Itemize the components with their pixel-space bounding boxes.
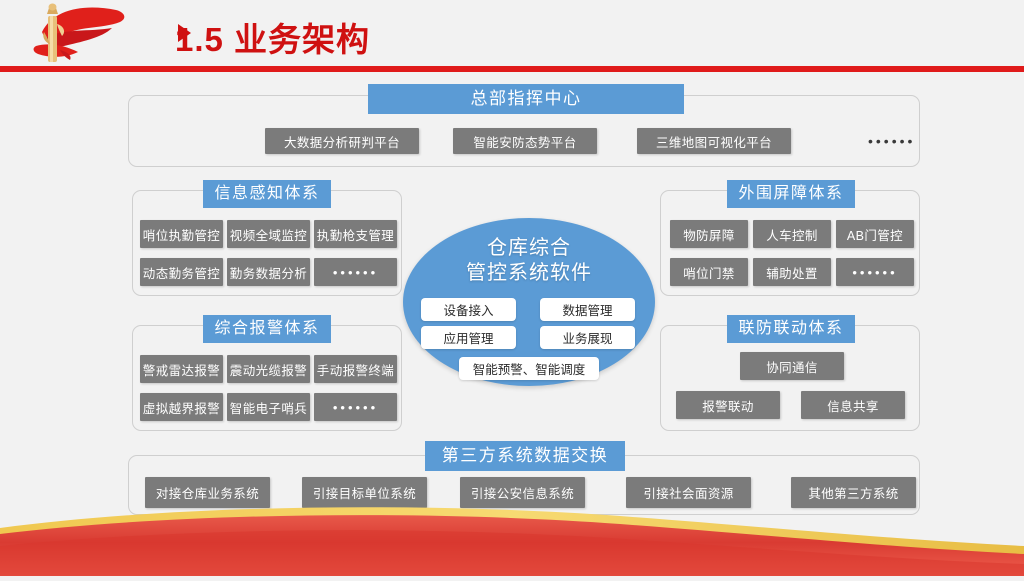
core-chip-3[interactable]: 业务展现 — [540, 326, 635, 349]
chip-perimeter-3[interactable]: 哨位门禁 — [670, 258, 748, 286]
top-section-ellipsis: •••••• — [868, 133, 916, 149]
page-title: 1.5 业务架构 — [175, 21, 371, 58]
bottom-section-title: 第三方系统数据交换 — [425, 441, 625, 471]
panel-perimeter-barrier-title: 外围屏障体系 — [727, 180, 855, 208]
top-section-title: 总部指挥中心 — [368, 84, 684, 114]
chip-alarm-1[interactable]: 震动光缆报警 — [227, 355, 310, 383]
chip-perimeter-2[interactable]: AB门管控 — [836, 220, 914, 248]
chip-info-4[interactable]: 勤务数据分析 — [227, 258, 310, 286]
chip-bottom-3[interactable]: 引接社会面资源 — [626, 477, 751, 508]
chip-perimeter-5[interactable]: •••••• — [836, 258, 914, 286]
chip-perimeter-4[interactable]: 辅助处置 — [753, 258, 831, 286]
party-flag-logo — [6, 2, 138, 68]
chip-bottom-4[interactable]: 其他第三方系统 — [791, 477, 916, 508]
chip-info-2[interactable]: 执勤枪支管理 — [314, 220, 397, 248]
core-chip-wide[interactable]: 智能预警、智能调度 — [459, 357, 599, 380]
panel-info-perception-title: 信息感知体系 — [203, 180, 331, 208]
header-divider — [0, 66, 1024, 72]
panel-integrated-alarm-title: 综合报警体系 — [203, 315, 331, 343]
chip-top-1[interactable]: 智能安防态势平台 — [453, 128, 597, 154]
chip-top-0[interactable]: 大数据分析研判平台 — [265, 128, 419, 154]
chip-joint-0[interactable]: 协同通信 — [740, 352, 844, 380]
core-chip-0[interactable]: 设备接入 — [421, 298, 516, 321]
chip-joint-2[interactable]: 信息共享 — [801, 391, 905, 419]
chip-alarm-3[interactable]: 虚拟越界报警 — [140, 393, 223, 421]
chip-alarm-5[interactable]: •••••• — [314, 393, 397, 421]
chip-bottom-2[interactable]: 引接公安信息系统 — [460, 477, 585, 508]
chip-info-5[interactable]: •••••• — [314, 258, 397, 286]
chip-bottom-1[interactable]: 引接目标单位系统 — [302, 477, 427, 508]
bottom-wave-decoration — [0, 500, 1024, 576]
core-system-title-line1: 仓库综合 — [487, 237, 571, 259]
chip-info-0[interactable]: 哨位执勤管控 — [140, 220, 223, 248]
panel-joint-defense-title: 联防联动体系 — [727, 315, 855, 343]
chip-bottom-0[interactable]: 对接仓库业务系统 — [145, 477, 270, 508]
chip-info-1[interactable]: 视频全域监控 — [227, 220, 310, 248]
chip-alarm-4[interactable]: 智能电子哨兵 — [227, 393, 310, 421]
chip-perimeter-1[interactable]: 人车控制 — [753, 220, 831, 248]
core-system-title-line2: 管控系统软件 — [466, 262, 592, 284]
chip-info-3[interactable]: 动态勤务管控 — [140, 258, 223, 286]
chip-joint-1[interactable]: 报警联动 — [676, 391, 780, 419]
chip-alarm-0[interactable]: 警戒雷达报警 — [140, 355, 223, 383]
slide-header: 1.5 业务架构 — [0, 0, 1024, 72]
chip-perimeter-0[interactable]: 物防屏障 — [670, 220, 748, 248]
title-arrow-icon — [178, 24, 191, 42]
chip-top-2[interactable]: 三维地图可视化平台 — [637, 128, 791, 154]
chip-alarm-2[interactable]: 手动报警终端 — [314, 355, 397, 383]
core-system-title: 仓库综合 管控系统软件 — [403, 236, 655, 286]
core-system-ellipse: 仓库综合 管控系统软件 设备接入 数据管理 应用管理 业务展现 智能预警、智能调… — [403, 218, 655, 386]
core-chip-2[interactable]: 应用管理 — [421, 326, 516, 349]
core-chip-1[interactable]: 数据管理 — [540, 298, 635, 321]
